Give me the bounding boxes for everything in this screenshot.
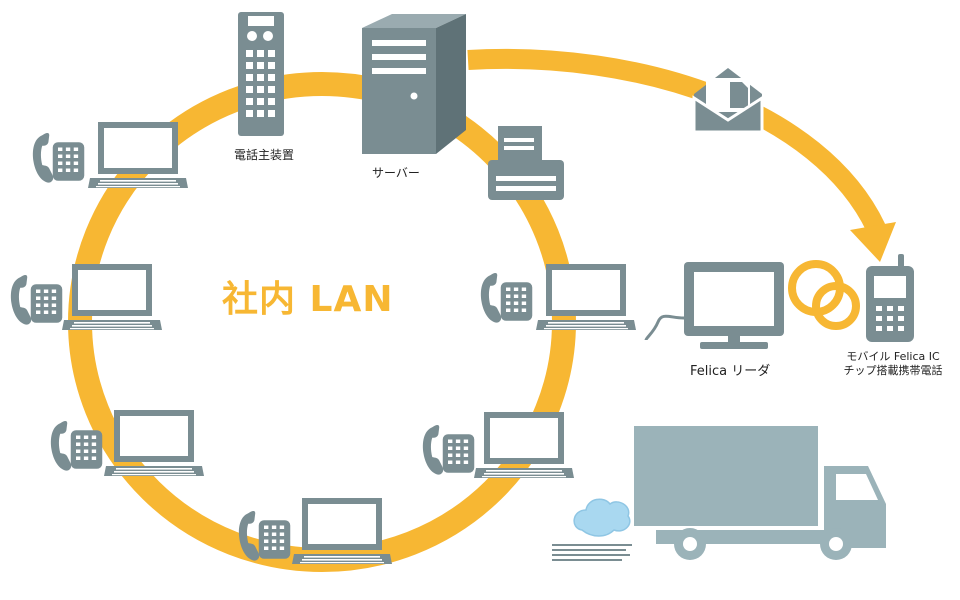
desk-phone-icon — [422, 424, 475, 475]
laptop-icon — [536, 264, 636, 330]
lan-label: 社内 LAN — [222, 279, 394, 320]
printer-icon — [488, 126, 564, 200]
mobile-phone-label: モバイル Felica IC チップ搭載携帯電話 — [834, 350, 952, 378]
desk-phone-icon — [480, 272, 533, 323]
mobile-label-line2: チップ搭載携帯電話 — [843, 364, 943, 377]
monitor-icon — [644, 262, 784, 349]
laptop-icon — [104, 410, 204, 476]
server-icon — [362, 14, 466, 154]
pbx-label: 電話主装置 — [234, 148, 295, 162]
laptop-icon — [88, 122, 188, 188]
pbx-icon — [238, 12, 284, 136]
desk-phone-icon — [10, 274, 63, 325]
motion-lines — [552, 544, 632, 561]
arrow-head — [850, 222, 896, 262]
desk-phone-icon — [238, 510, 291, 561]
mail-icon — [692, 68, 764, 134]
felica-reader-label: Felica リーダ — [690, 364, 771, 379]
mobile-label-line1: モバイル Felica IC — [846, 350, 940, 363]
laptop-icon — [62, 264, 162, 330]
cloud-icon — [573, 498, 631, 537]
laptop-icon — [292, 498, 392, 564]
laptop-icon — [474, 412, 574, 478]
server-label: サーバー — [372, 166, 420, 180]
mobile-phone-icon — [866, 254, 914, 342]
truck-icon — [634, 426, 886, 560]
desk-phone-icon — [32, 132, 85, 183]
rings-icon — [788, 260, 860, 330]
